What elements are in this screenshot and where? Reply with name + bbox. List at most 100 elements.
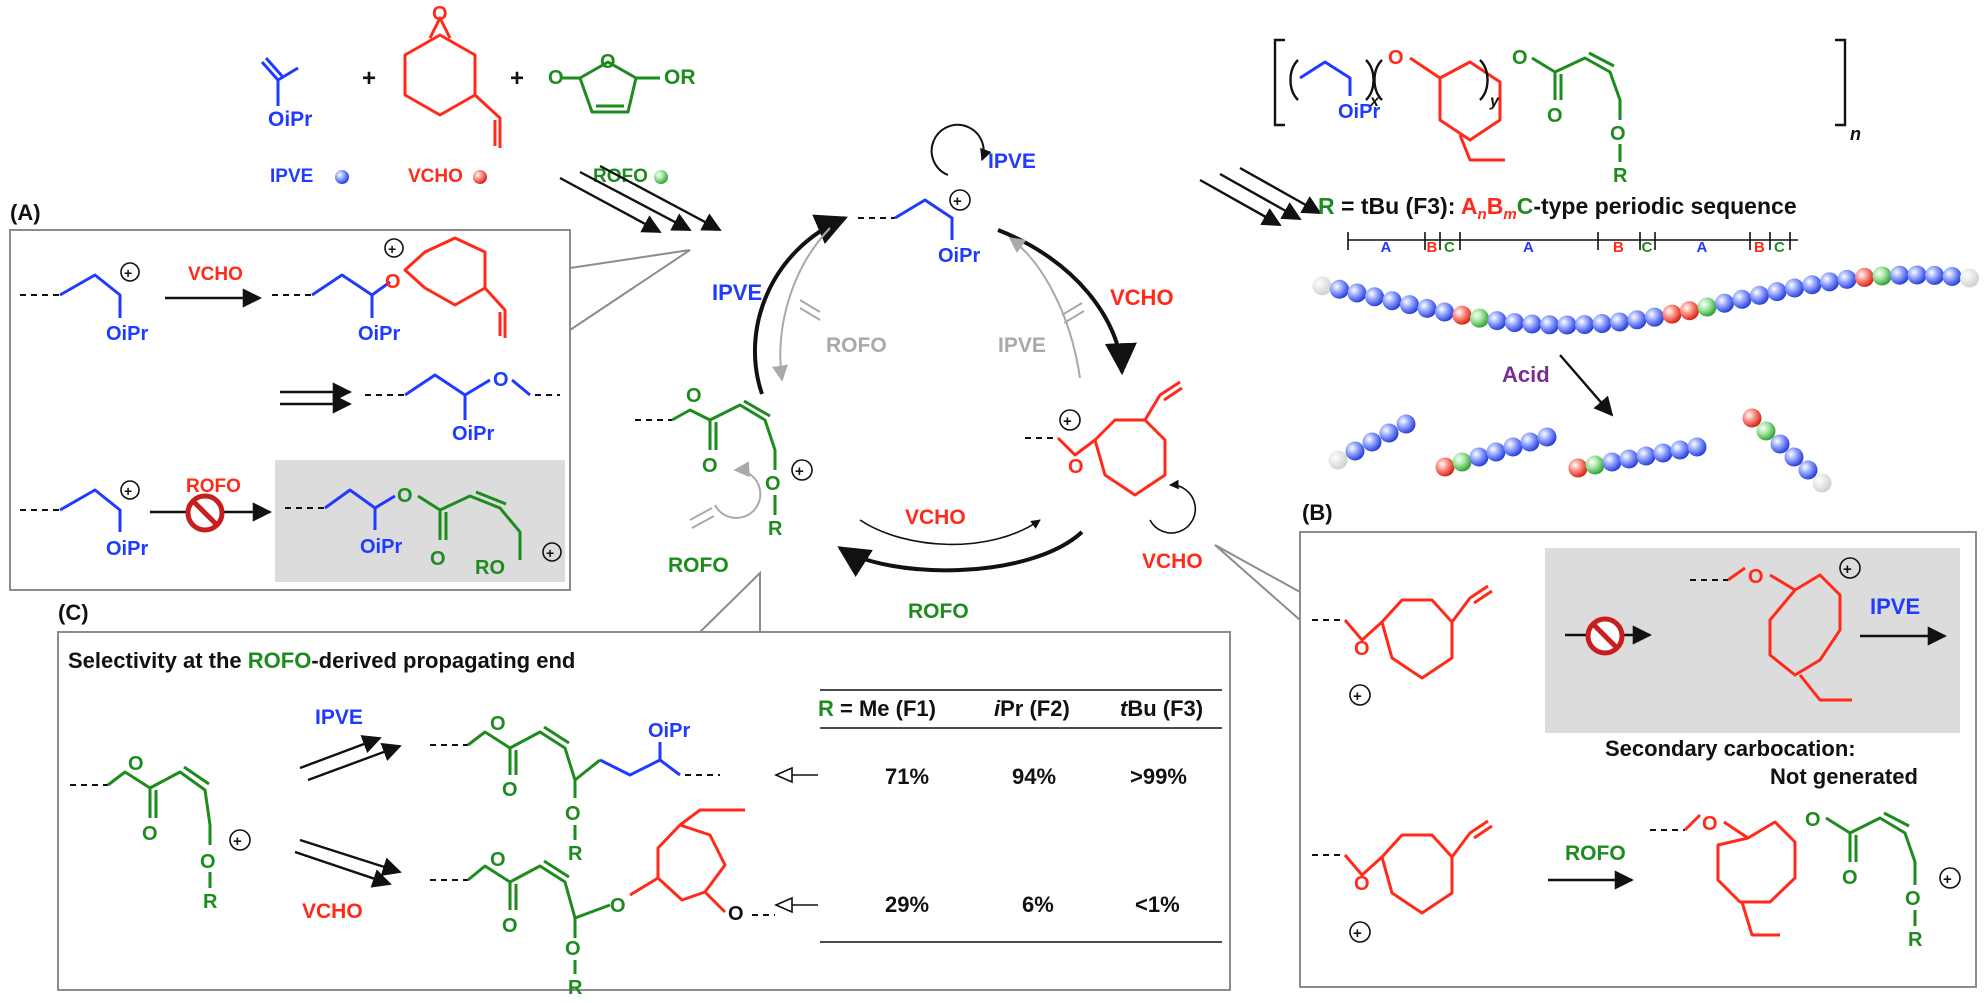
- fragment-bead: [1379, 423, 1399, 443]
- fragment-bead: [1619, 449, 1639, 469]
- fragment-bead: [1756, 421, 1776, 441]
- panel-b-ipve: IPVE: [1870, 594, 1920, 619]
- svg-text:R: R: [568, 977, 583, 998]
- bead: [1365, 287, 1384, 307]
- svg-text:+: +: [388, 241, 396, 257]
- panel-a-vcho-step: + OiPr VCHO OiPr O +: [20, 236, 507, 345]
- svg-text:O: O: [702, 455, 718, 477]
- monomer-rofo: O O OR ROFO: [548, 51, 696, 187]
- svg-text:R: R: [568, 843, 583, 865]
- svg-text:R: R: [768, 518, 783, 540]
- bead: [1697, 297, 1717, 317]
- segment-label-4: B: [1613, 239, 1624, 256]
- svg-text:O: O: [1354, 873, 1370, 895]
- fragment-bead: [1328, 450, 1348, 470]
- bead: [1855, 267, 1874, 287]
- fragment-bead: [1602, 452, 1622, 472]
- bead: [1732, 289, 1752, 309]
- bead: [1610, 312, 1629, 332]
- svg-text:+: +: [953, 193, 962, 210]
- table-header-f2: iPr (F2): [994, 696, 1070, 721]
- svg-text:+: +: [1353, 925, 1362, 942]
- segment-label-3: A: [1523, 239, 1534, 256]
- svg-text:O: O: [128, 753, 144, 775]
- rofo-bead: [654, 170, 668, 184]
- repeat-y: y: [1489, 93, 1500, 110]
- panel-c-title: Selectivity at the ROFO-derived propagat…: [68, 648, 575, 673]
- rofo-to-ipve-arrow: [753, 214, 848, 395]
- bead: [1347, 283, 1367, 303]
- bead: [1592, 314, 1612, 334]
- gray-rofo-arrow: [772, 227, 831, 382]
- svg-text:OiPr: OiPr: [358, 323, 400, 345]
- segment-label-1: B: [1427, 239, 1438, 256]
- svg-text:O: O: [1805, 809, 1821, 831]
- svg-text:O: O: [1068, 456, 1084, 478]
- bead: [1662, 304, 1682, 324]
- panel-c-vcho: VCHO: [302, 900, 363, 923]
- svg-text:OiPr: OiPr: [106, 323, 148, 345]
- panel-c-label: (C): [58, 600, 89, 625]
- bead: [1767, 282, 1787, 302]
- panel-b-rofo-path: O + ROFO O O O O R +: [1312, 809, 1961, 951]
- table-cell-1-2: <1%: [1135, 892, 1180, 917]
- epoxide-oxygen: O: [432, 3, 448, 25]
- svg-text:O: O: [1354, 638, 1370, 660]
- svg-text:O: O: [1702, 813, 1718, 835]
- svg-text:O: O: [200, 851, 216, 873]
- svg-text:+: +: [1353, 688, 1362, 705]
- svg-text:O: O: [493, 369, 509, 391]
- fragment-bead: [1798, 460, 1818, 480]
- panel-b-callout: [1214, 544, 1301, 621]
- fragment-bead: [1653, 443, 1673, 463]
- panel-b-label: (B): [1302, 500, 1333, 525]
- svg-text:OiPr: OiPr: [360, 536, 402, 558]
- bead: [1820, 272, 1839, 292]
- cycle-rofo-bottom: ROFO: [908, 600, 969, 623]
- fragment-bead: [1568, 458, 1588, 478]
- segment-label-5: C: [1642, 239, 1653, 256]
- segment-label-6: A: [1697, 239, 1708, 256]
- panel-a-label: (A): [10, 200, 41, 225]
- panel-b-note-line2: Not generated: [1770, 764, 1918, 789]
- svg-text:O: O: [548, 67, 564, 89]
- bead: [1680, 301, 1699, 321]
- svg-text:O: O: [1842, 867, 1858, 889]
- svg-text:+: +: [1943, 871, 1952, 888]
- bead: [1522, 314, 1542, 334]
- panel-c-starting-end: O O O R +: [70, 753, 251, 913]
- segment-label-2: C: [1444, 239, 1455, 256]
- svg-text:OiPr: OiPr: [1338, 101, 1380, 123]
- svg-text:O: O: [385, 271, 401, 293]
- fragment-bead: [1687, 437, 1707, 457]
- svg-text:OiPr: OiPr: [938, 245, 980, 267]
- bead: [1312, 276, 1332, 296]
- fragment-bead: [1435, 457, 1455, 477]
- svg-text:O: O: [610, 895, 626, 917]
- svg-text:O: O: [1547, 105, 1563, 127]
- vcho-bead: [473, 170, 487, 184]
- bead: [1382, 291, 1402, 311]
- bead: [1435, 302, 1454, 322]
- bead: [1557, 315, 1577, 335]
- cycle-vcho-right: VCHO: [1110, 285, 1174, 310]
- sequence-title: R = tBu (F3): AnBmC-type periodic sequen…: [1318, 193, 1797, 223]
- panel-a-rofo-reagent: ROFO: [186, 476, 241, 497]
- bead: [1802, 275, 1822, 295]
- table-cell-1-1: 6%: [1022, 892, 1054, 917]
- bead: [1750, 285, 1769, 305]
- fragment-bead: [1670, 440, 1690, 460]
- panel-b-note-line1: Secondary carbocation:: [1605, 736, 1856, 761]
- cycle-inputs: IPVE: [559, 164, 762, 305]
- rofo-propagating-end: O O O R + ROFO: [635, 385, 813, 577]
- fragment-bead: [1396, 414, 1416, 434]
- panel-c-callout: [699, 570, 761, 633]
- table-cell-0-2: >99%: [1130, 764, 1187, 789]
- svg-text:R: R: [203, 891, 218, 913]
- fragment-bead: [1345, 441, 1365, 461]
- acid-arrow: [1559, 354, 1614, 417]
- monomer-vcho: O VCHO: [403, 3, 502, 187]
- bead: [1785, 278, 1804, 298]
